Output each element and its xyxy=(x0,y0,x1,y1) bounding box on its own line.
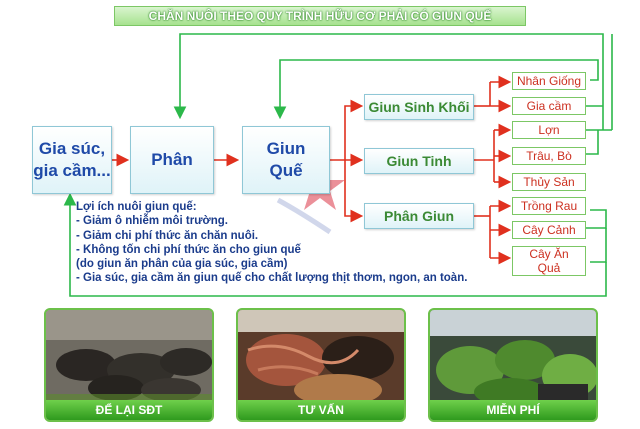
use-poultry: Gia cầm xyxy=(512,97,586,115)
benefits-title: Lợi ích nuôi giun quế: xyxy=(76,201,197,213)
use-fruit-trees: Cây Ăn Quả xyxy=(512,246,586,276)
benefit-item: - Không tốn chi phí thức ăn cho giun quế xyxy=(76,243,301,256)
photo-pigs[interactable]: ĐỂ LẠI SĐT xyxy=(44,308,214,422)
benefit-item: - Gia súc, gia cầm ăn giun quế cho chất … xyxy=(76,272,468,285)
worm-box: Giun Quế xyxy=(242,126,330,194)
use-buffalo-cow: Trâu, Bò xyxy=(512,147,586,165)
essence-worm-box: Giun Tinh xyxy=(364,148,474,174)
photo-caption: TƯ VẤN xyxy=(238,400,404,420)
use-vegetables: Trồng Rau xyxy=(512,197,586,215)
photo-worms[interactable]: TƯ VẤN xyxy=(236,308,406,422)
worm-manure-box: Phân Giun xyxy=(364,203,474,229)
photo-plants[interactable]: MIỄN PHÍ xyxy=(428,308,598,422)
manure-box: Phân xyxy=(130,126,214,194)
livestock-box: Gia súc, gia cầm... xyxy=(32,126,112,194)
biomass-worm-box: Giun Sinh Khối xyxy=(364,94,474,120)
photo-caption: MIỄN PHÍ xyxy=(430,400,596,420)
title-banner: CHĂN NUÔI THEO QUY TRÌNH HỮU CƠ PHẢI CÓ … xyxy=(114,6,526,26)
benefits-list: Lợi ích nuôi giun quế: - Giảm ô nhiễm mô… xyxy=(76,200,516,286)
feedback-arrows xyxy=(63,33,613,297)
benefit-item: (do giun ăn phân của gia súc, gia cầm) xyxy=(76,258,288,271)
use-seafood: Thủy Sản xyxy=(512,173,586,191)
photo-caption: ĐỂ LẠI SĐT xyxy=(46,400,212,420)
use-ornamental: Cây Cảnh xyxy=(512,221,586,239)
benefit-item: - Giảm chi phí thức ăn chăn nuôi. xyxy=(76,229,259,242)
use-breeding: Nhân Giống xyxy=(512,72,586,90)
flow-arrows xyxy=(110,75,512,265)
benefit-item: - Giảm ô nhiễm môi trường. xyxy=(76,215,228,228)
use-pig: Lợn xyxy=(512,121,586,139)
